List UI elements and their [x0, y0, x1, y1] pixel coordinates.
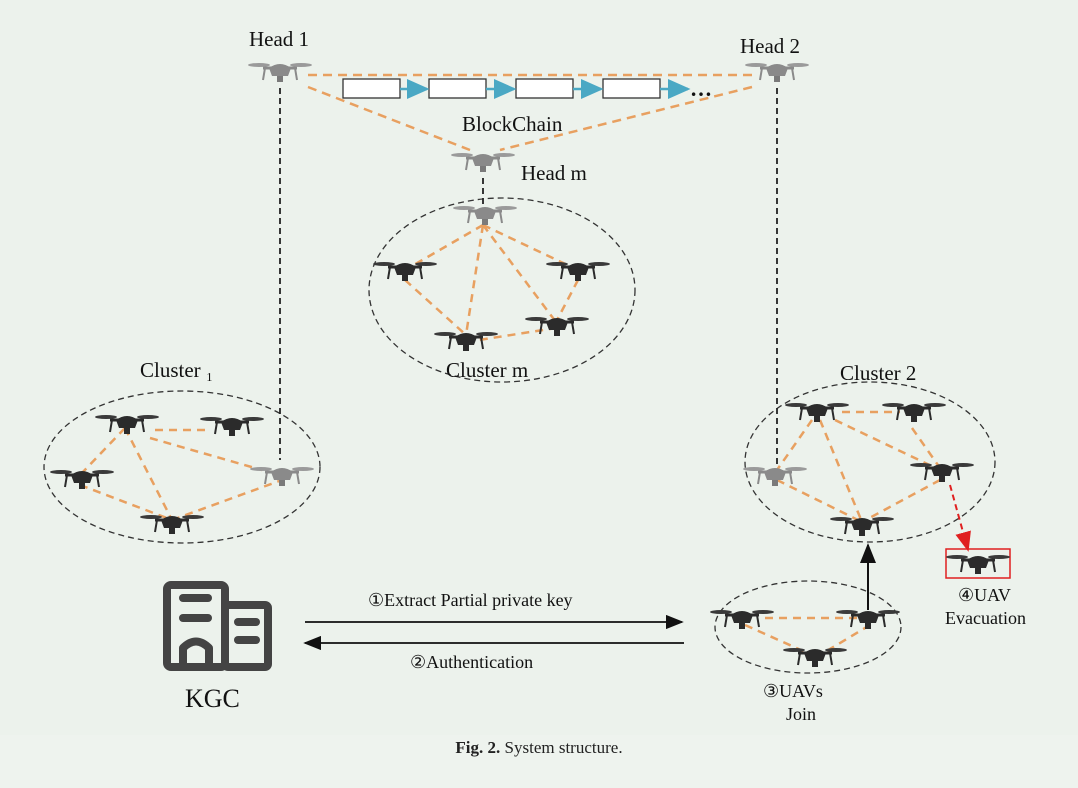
step-3-label-line2: Join — [786, 704, 816, 724]
drone-icon — [741, 465, 809, 488]
drone-icon — [523, 315, 591, 338]
step-1-label: ①Extract Partial private key — [368, 590, 573, 610]
system-structure-diagram: Head 1 Head 2 Head m BlockChain … Cluste… — [43, 27, 1026, 724]
drone-icon — [828, 515, 896, 538]
drone-icon — [908, 461, 976, 484]
drone-icon — [708, 608, 776, 631]
figure-caption: Fig. 2. System structure. — [0, 738, 1078, 758]
drone-icon — [432, 330, 500, 353]
kgc-label: KGC — [185, 684, 240, 713]
drone-icon — [544, 260, 612, 283]
block — [342, 78, 401, 99]
caption-prefix: Fig. 2. — [455, 738, 501, 757]
cluster-m-boundary — [368, 197, 636, 383]
head-cluster-links — [279, 88, 778, 465]
cluster-m-label: Cluster m — [446, 358, 528, 382]
head-1-label: Head 1 — [249, 27, 309, 51]
cluster-1-label: Cluster ₁ — [140, 358, 213, 382]
caption-text: System structure. — [504, 738, 623, 757]
drone-icon — [93, 413, 161, 436]
drone-icon — [248, 465, 316, 488]
drone-icon — [743, 61, 811, 84]
drone-icon — [834, 608, 902, 631]
head-m-label: Head m — [521, 161, 587, 185]
drone-icon — [138, 513, 206, 536]
block — [602, 78, 661, 99]
step-3-label: ③UAVs — [763, 681, 823, 701]
cluster-1-boundary — [43, 390, 321, 544]
drone-icon — [781, 646, 849, 669]
cluster-1-links — [79, 427, 283, 522]
drone-icon — [783, 401, 851, 424]
drone-icon — [451, 204, 519, 227]
step-4-label-line2: Evacuation — [945, 608, 1026, 628]
head-2-label: Head 2 — [740, 34, 800, 58]
blockchain-label: BlockChain — [462, 112, 563, 136]
step-4-label: ④UAV — [958, 585, 1011, 605]
block — [428, 78, 487, 99]
drone-icon — [246, 61, 314, 84]
drone-icon — [371, 260, 439, 283]
cluster-2-label: Cluster 2 — [840, 361, 916, 385]
drone-icon — [48, 468, 116, 491]
server-building-icon — [163, 581, 272, 671]
cluster-2-links — [775, 410, 942, 524]
drone-icon — [944, 553, 1012, 576]
blockchain-blocks — [342, 78, 691, 99]
joining-uavs-boundary — [714, 580, 902, 674]
drone-icon — [449, 151, 517, 174]
head-links — [307, 73, 753, 152]
step-2-label: ②Authentication — [410, 652, 533, 672]
blockchain-ellipsis: … — [690, 76, 712, 101]
block — [515, 78, 574, 99]
drone-icon — [198, 415, 266, 438]
cluster-2-boundary — [744, 381, 996, 543]
evacuation-arrow — [949, 484, 971, 552]
evacuated-uav-box — [945, 548, 1011, 579]
